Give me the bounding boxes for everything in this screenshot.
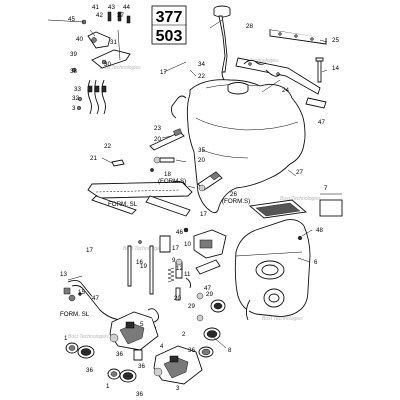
tank-bracket [269,29,327,83]
callout-label: 29 [188,303,195,310]
callout-label: 38 [70,68,77,75]
page-number-top: 377 [156,9,183,26]
callout-label: 33 [74,86,81,93]
callout-label: 20 [174,295,181,302]
callout-label: 36 [188,347,195,354]
fuel-gauge-sender [213,5,231,85]
callout-label: 17 [172,245,179,252]
callout-label: 24 [282,87,289,94]
callout-label: 22 [198,73,205,80]
callout-label: 18 [164,171,171,178]
throttle-cable-assembly [71,11,131,115]
callout-label: 31 [110,39,117,46]
watermark: Bost Technologies [68,334,109,340]
callout-label: 36 [86,367,93,374]
callout-label: 32 [72,95,79,102]
callout-label: 36 [136,391,143,398]
carburetor-left [109,311,159,361]
callout-label: 30 [104,61,111,68]
callout-label: 14 [332,65,339,72]
callout-label: 21 [90,155,97,162]
carburetor-right [153,345,203,385]
callout-label: 42 [96,12,103,19]
callout-label: 9 [172,257,176,264]
leader-lines [47,19,342,349]
oil-injection-pump [159,227,227,289]
tank-mount-strap [235,57,327,109]
callout-label: 7 [324,185,328,192]
callout-label: 12 [176,265,183,272]
callout-label: 11 [184,271,191,278]
callout-label: 47 [318,119,325,126]
callout-label: 35 [198,147,205,154]
fuel-pump-fitting [197,171,223,192]
small-hardware [167,235,303,322]
callout-label: 23 [154,125,161,132]
callout-label: 10 [184,241,191,248]
callout-label: 5 [140,321,144,328]
watermark: Bost Technologies [100,65,141,71]
carburetor-flanges [65,299,226,383]
callout-label: 6 [314,259,318,266]
callout-label: 48 [316,227,323,234]
callout-label: 29 [206,291,213,298]
callout-label: 36 [138,363,145,370]
callout-label: 43 [108,4,115,11]
callout-label: 3 [176,385,180,392]
callout-label: 8 [228,347,232,354]
callout-label: 47 [92,295,99,302]
callout-label: 1 [64,335,68,342]
callout-label: 27 [296,169,303,176]
page-number-box: 377 503 [151,5,187,45]
oil-tank [234,219,311,321]
page-number-bottom: 503 [156,28,183,45]
callout-label: 1 [106,383,110,390]
callout-label: 34 [198,61,205,68]
callout-label: 17 [86,247,93,254]
callout-label: 3 [72,105,76,112]
callout-label: 44 [123,4,130,11]
callout-label: 2 [182,331,186,338]
callout-label: 20 [198,157,205,164]
watermark: Bost Technologies [238,58,279,64]
watermark: Bost Technologies [280,196,321,202]
callout-label: 13 [60,271,67,278]
watermark: Bost Technologies [262,316,303,322]
callout-label: 37 [117,12,124,19]
callout-label: 46 [176,229,183,236]
callout-label: 16 [136,259,143,266]
tank-support-bracket [87,181,193,217]
form-label: FORM. SL [108,201,138,208]
callout-label: 4 [160,343,164,350]
callout-label: 36 [116,351,123,358]
fuel-tank [186,79,306,214]
callout-label: 20 [154,136,161,143]
watermark: Bost Technologies [123,246,164,252]
form-label: (FORM.S) [158,178,186,185]
callout-label: 25 [332,37,339,44]
callout-label: 39 [70,51,77,58]
callout-label: 41 [92,4,99,11]
callout-label: 19 [140,263,147,270]
fuel-lines-lower [127,240,154,295]
callout-label: 40 [76,36,83,43]
filter-plate [248,199,343,219]
formula-labels: (FORM.S) (FORM.S) FORM. SL FORM. SL [60,178,250,318]
callout-label: 22 [104,143,111,150]
form-label: FORM. SL [60,311,90,318]
callout-label: 26 [230,191,237,198]
callout-numbers: 45 41 42 43 44 37 31 40 39 38 30 33 32 3… [60,4,339,398]
form-label: (FORM.S) [222,198,250,205]
callout-label: 15 [78,289,85,296]
callout-label: 17 [200,211,207,218]
callout-label: 28 [246,23,253,30]
callout-label: 47 [204,285,211,292]
callout-label: 45 [68,16,75,23]
callout-label: 17 [160,69,167,76]
